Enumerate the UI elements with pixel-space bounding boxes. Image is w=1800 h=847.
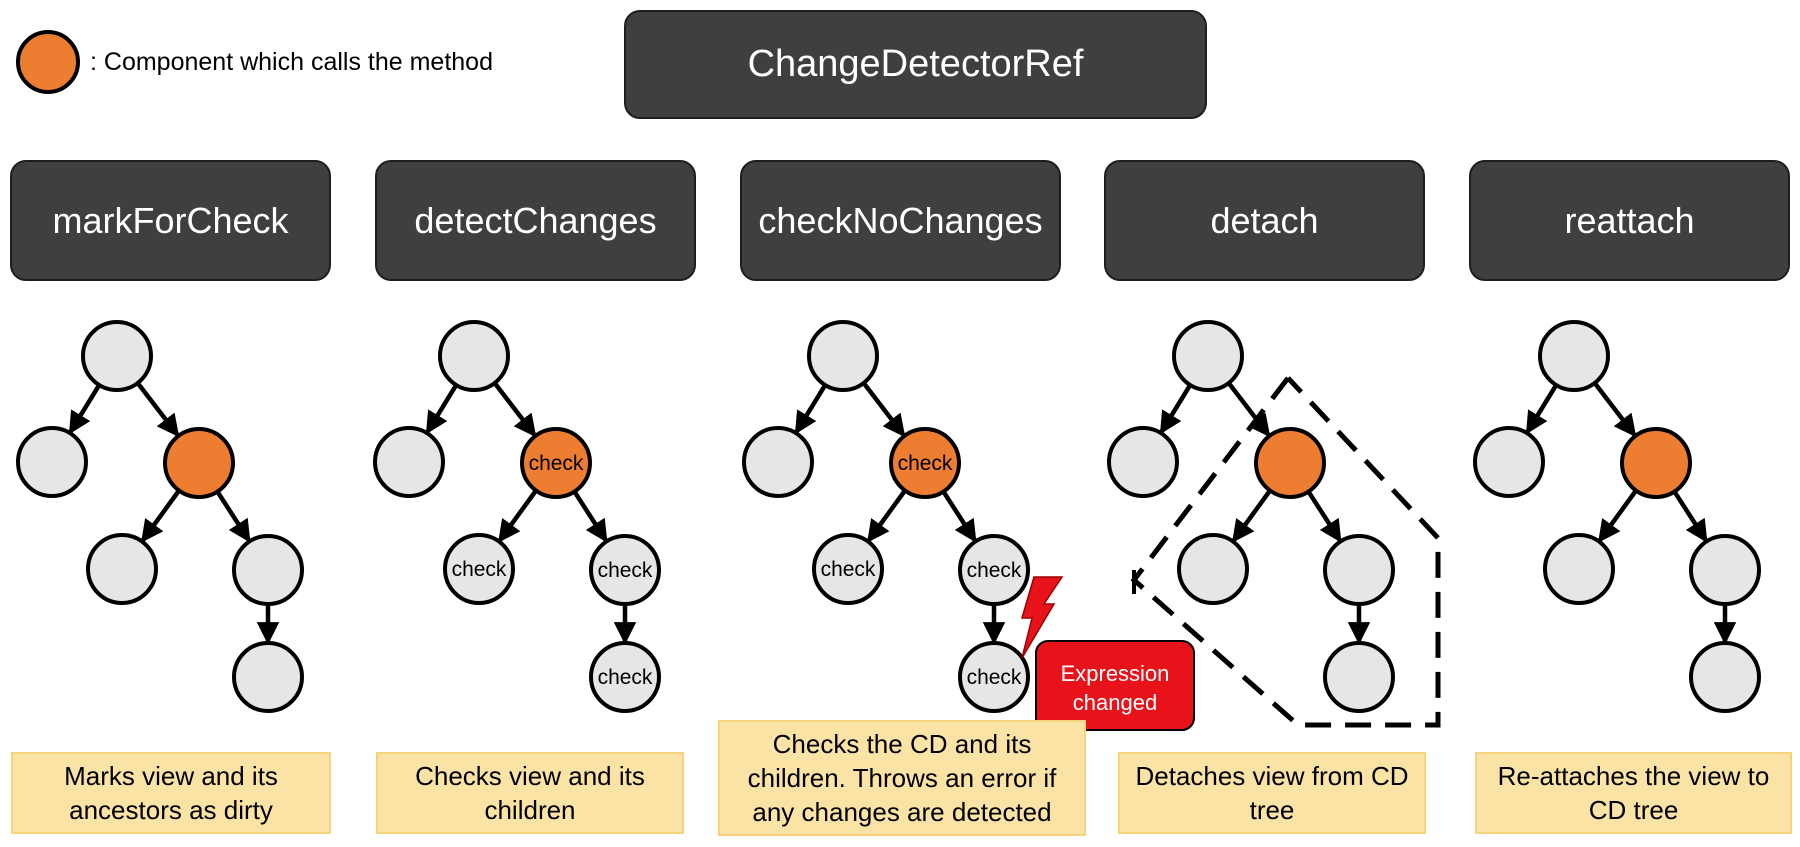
- tree-edge: [135, 381, 180, 438]
- tree-node: [589, 641, 661, 713]
- tree-node: [438, 320, 510, 392]
- tree-edge: [794, 383, 828, 435]
- component-node-highlighted: [1254, 427, 1326, 499]
- tree-node: [232, 534, 304, 606]
- component-node-highlighted: [1620, 427, 1692, 499]
- legend: : Component which calls the method: [16, 30, 493, 94]
- component-node-highlighted: [163, 427, 235, 499]
- node-label: check: [598, 666, 653, 689]
- tree-node: [589, 534, 661, 606]
- detach-boundary: [1130, 376, 1441, 728]
- tree-node: [1323, 534, 1395, 606]
- method-box-markforcheck: markForCheck: [10, 160, 331, 281]
- tree-node: [742, 426, 814, 498]
- tree-node: [1689, 534, 1761, 606]
- tree-edge: [68, 383, 102, 435]
- tree-edge: [867, 489, 907, 543]
- tree-node: [232, 641, 304, 713]
- error-text-line2: changed: [1073, 690, 1157, 715]
- tree-node: [1538, 320, 1610, 392]
- component-node-highlighted: [889, 427, 961, 499]
- method-box-detectchanges: detectChanges: [375, 160, 696, 281]
- tree-node: [373, 426, 445, 498]
- tree-edge: [1525, 383, 1559, 435]
- tree-edge: [861, 381, 906, 438]
- tree-node: [958, 534, 1030, 606]
- tree-edge: [1226, 381, 1271, 438]
- method-box-checknochanges: checkNoChanges: [740, 160, 1061, 281]
- tree-node: [86, 533, 158, 605]
- method-box-detach: detach: [1104, 160, 1425, 281]
- desc-detectchanges: Checks view and its children: [376, 752, 684, 834]
- tree-edge: [1306, 490, 1342, 543]
- method-box-reattach: reattach: [1469, 160, 1790, 281]
- error-text-line1: Expression: [1061, 661, 1170, 686]
- tree-node: [1689, 641, 1761, 713]
- tree-node: [958, 641, 1030, 713]
- tree-node: [443, 533, 515, 605]
- tree-node: [1107, 426, 1179, 498]
- node-label: check: [967, 559, 1022, 582]
- error-box: [1035, 640, 1195, 731]
- node-label: check: [598, 559, 653, 582]
- tree-node: [16, 426, 88, 498]
- tree-node: [812, 533, 884, 605]
- tree-node: [1172, 320, 1244, 392]
- node-label: check: [967, 666, 1022, 689]
- node-label: check: [898, 452, 953, 475]
- tree-edge: [492, 381, 537, 438]
- tree-edge: [572, 490, 608, 543]
- tree-edge: [498, 489, 538, 543]
- component-node-highlighted: [520, 427, 592, 499]
- desc-reattach: Re-attaches the view to CD tree: [1475, 752, 1792, 834]
- title-box: ChangeDetectorRef: [624, 10, 1207, 119]
- tree-edge: [1232, 489, 1272, 543]
- desc-checknochanges: Checks the CD and its children. Throws a…: [718, 720, 1086, 836]
- tree-edge: [1592, 381, 1637, 438]
- node-label: check: [821, 558, 876, 581]
- legend-orange-dot: [16, 30, 80, 94]
- lightning-bolt-icon: [1020, 576, 1064, 659]
- tree-node: [807, 320, 879, 392]
- tree-edge: [1598, 489, 1638, 543]
- tree-edge: [941, 490, 977, 543]
- tree-edge: [1672, 490, 1708, 543]
- legend-text: : Component which calls the method: [90, 47, 493, 76]
- desc-markforcheck: Marks view and its ancestors as dirty: [11, 752, 331, 834]
- tree-edge: [425, 383, 459, 435]
- tree-node: [1177, 533, 1249, 605]
- node-label: check: [452, 558, 507, 581]
- tree-edge: [215, 490, 251, 543]
- desc-detach: Detaches view from CD tree: [1118, 752, 1426, 834]
- tree-node: [81, 320, 153, 392]
- tree-node: [1323, 641, 1395, 713]
- node-label: check: [529, 452, 584, 475]
- tree-edge: [1159, 383, 1193, 435]
- tree-edge: [141, 489, 181, 543]
- tree-node: [1473, 426, 1545, 498]
- tree-node: [1543, 533, 1615, 605]
